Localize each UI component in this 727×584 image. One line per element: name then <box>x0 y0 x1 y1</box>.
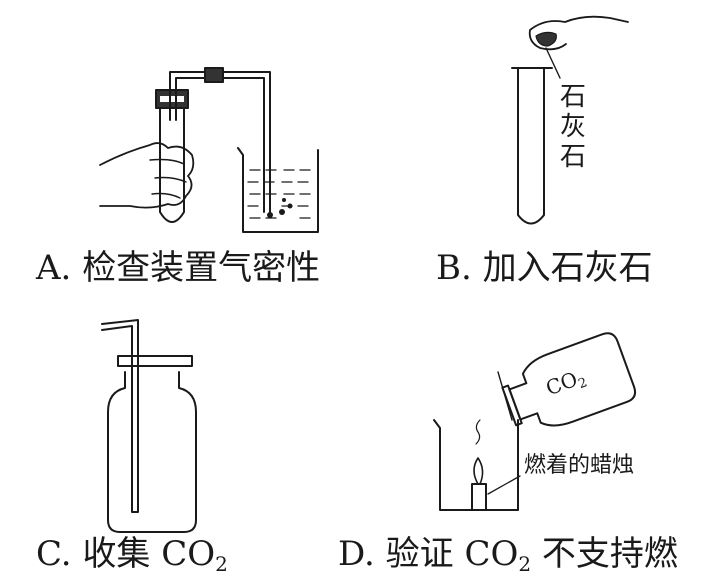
caption-a-text: 检查装置气密性 <box>82 248 321 288</box>
panel-d-apparatus <box>433 332 637 511</box>
caption-d-text: 验证 CO <box>385 534 519 574</box>
caption-b-letter: B. <box>436 248 472 288</box>
glass-plate <box>117 355 193 367</box>
caption-a-letter: A. <box>36 248 72 288</box>
caption-c-text: 收集 CO <box>82 534 216 574</box>
caption-b: B. 加入石灰石 <box>436 248 653 288</box>
co2-bottle <box>508 332 637 427</box>
beaker-a <box>237 147 319 233</box>
caption-a: A. 检查装置气密性 <box>36 248 320 288</box>
panel-a-apparatus <box>99 67 319 233</box>
caption-d: D. 验证 CO2 不支持燃 <box>338 534 678 584</box>
caption-b-text: 加入石灰石 <box>482 248 653 288</box>
limestone-label: 石 灰 石 <box>559 82 586 172</box>
hand-a <box>99 142 195 209</box>
caption-c-letter: C. <box>36 534 72 574</box>
limestone-chip <box>535 31 557 47</box>
candle-flame <box>473 457 484 485</box>
candle-label: 燃着的蜡烛 <box>524 453 635 478</box>
caption-c-sub: 2 <box>215 552 228 576</box>
rubber-connector <box>204 67 224 83</box>
caption-d-sub: 2 <box>518 552 532 576</box>
panel-c-apparatus <box>101 319 197 533</box>
test-tube-b <box>511 67 553 225</box>
hand-b <box>528 15 629 51</box>
bubbles <box>267 198 293 218</box>
gas-bottle <box>107 371 197 533</box>
caption-d-letter: D. <box>338 534 375 574</box>
caption-d-tail: 不支持燃 <box>531 534 678 574</box>
caption-c: C. 收集 CO2 <box>36 534 228 584</box>
delivery-tube-c <box>101 319 139 513</box>
beaker-d <box>433 419 519 511</box>
test-tube-a <box>159 107 185 223</box>
candle <box>471 483 487 511</box>
panel-b-apparatus <box>511 15 629 225</box>
